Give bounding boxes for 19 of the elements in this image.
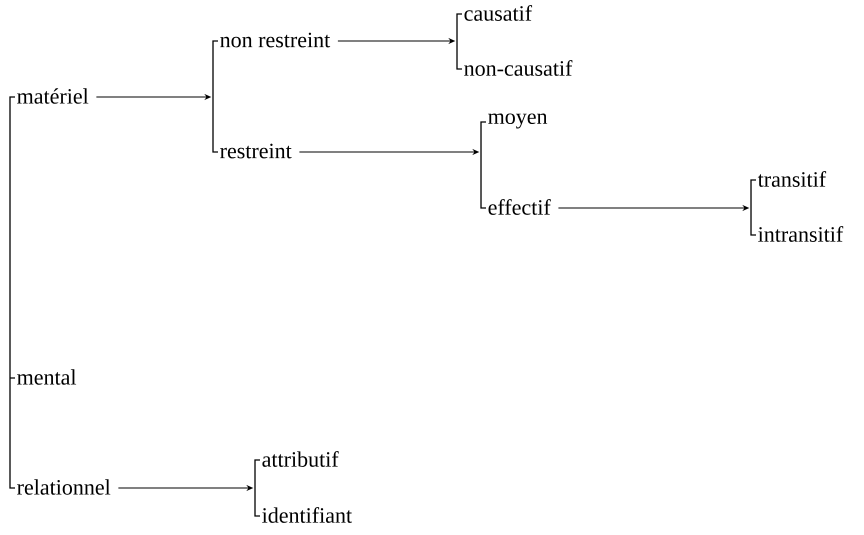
bracket [254, 459, 260, 517]
term-label: transitif [758, 171, 826, 187]
term-label: non restreint [220, 32, 330, 48]
term-label: moyen [488, 113, 548, 129]
term-label: effectif [488, 199, 551, 215]
term-label: causatif [464, 5, 532, 21]
term-label: identifiant [262, 507, 352, 523]
term-label: matériel [17, 88, 88, 104]
term-label: intransitif [758, 226, 844, 242]
term-label: non-causatif [464, 60, 572, 76]
bracket [212, 40, 218, 153]
bracket [9, 96, 16, 489]
term-label: attributif [262, 451, 339, 467]
term-label: restreint [220, 144, 292, 158]
term-label: relationnel [17, 479, 110, 495]
bracket [750, 179, 756, 236]
bracket [480, 121, 486, 209]
term-label: mental [17, 369, 76, 385]
bracket [456, 13, 462, 70]
